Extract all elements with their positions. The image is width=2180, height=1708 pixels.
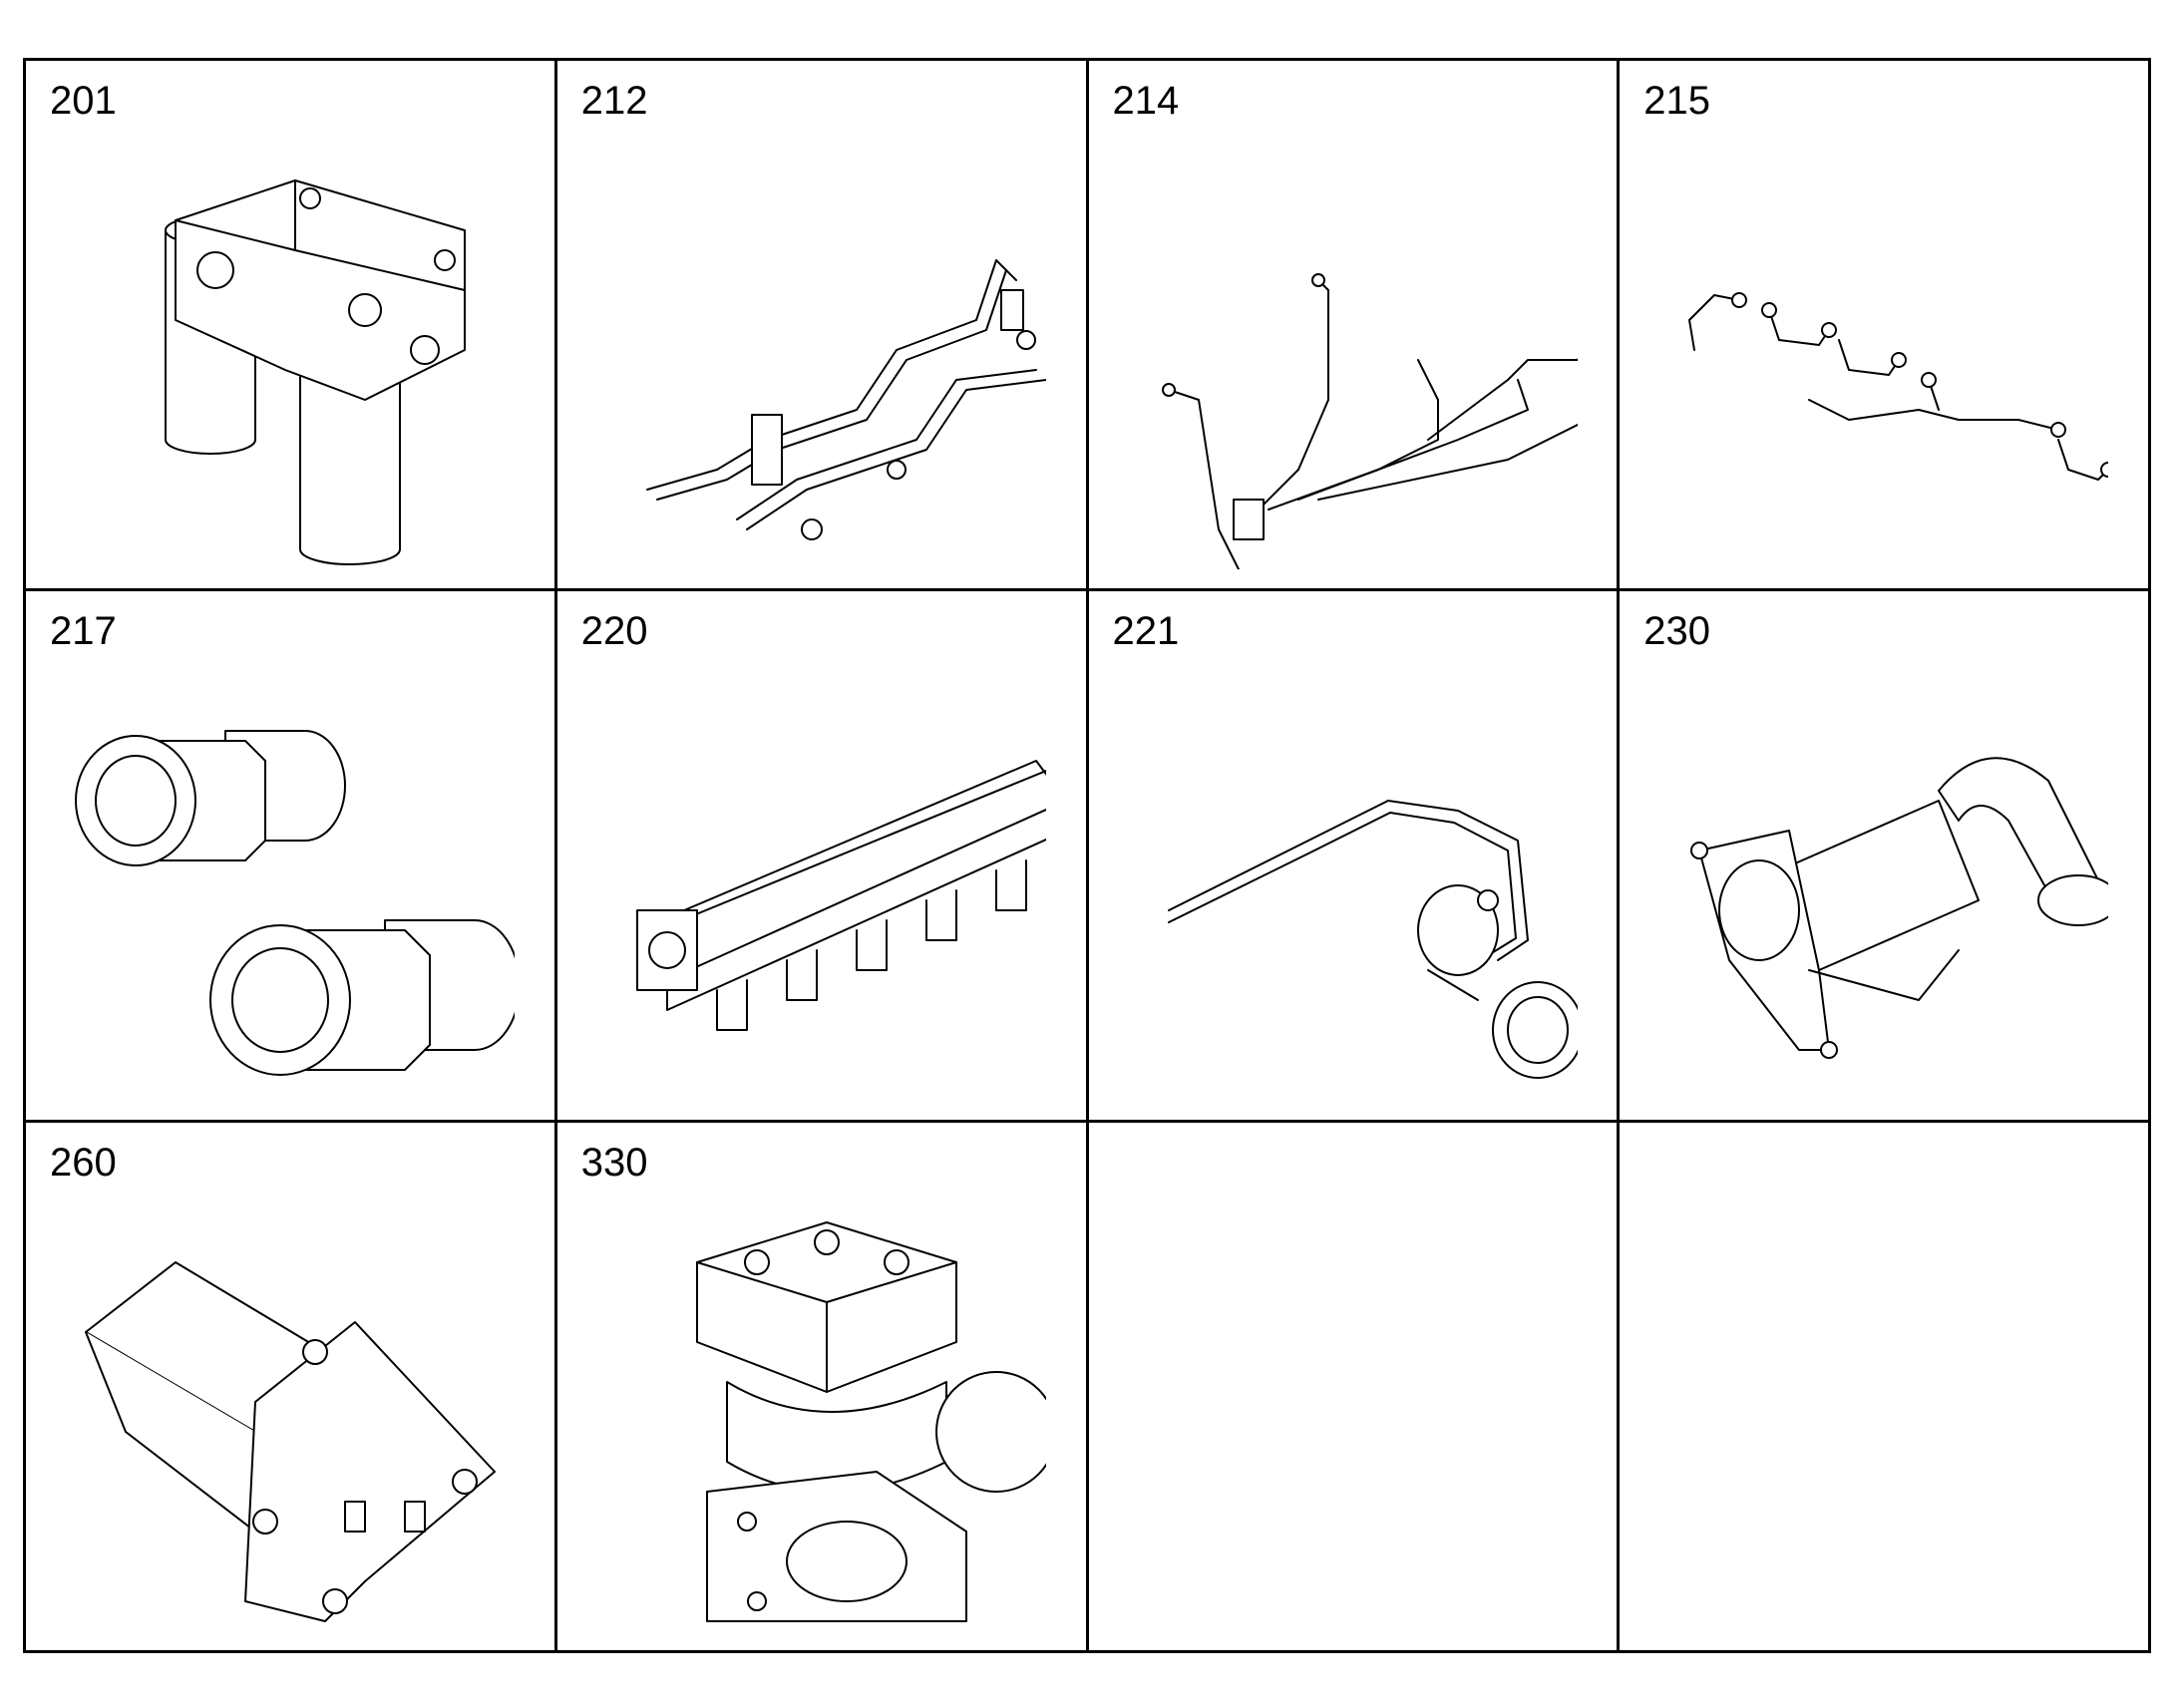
injection-lines-icon bbox=[1161, 273, 1578, 569]
injection-pipes-icon bbox=[1688, 292, 2109, 481]
air-intake-pipe-icon bbox=[1690, 757, 2109, 1060]
part-cell-214[interactable]: 214 bbox=[1088, 61, 1621, 592]
intake-manifold-icon bbox=[635, 760, 1046, 1032]
empty-cell bbox=[1620, 1122, 2151, 1653]
part-number: 260 bbox=[50, 1140, 117, 1185]
pipe-fittings-icon bbox=[75, 730, 515, 1077]
empty-cell bbox=[1088, 1122, 1621, 1653]
coolant-pipe-icon bbox=[1167, 800, 1578, 1080]
part-cell-217[interactable]: 217 bbox=[26, 591, 557, 1123]
part-number: 201 bbox=[50, 79, 117, 123]
part-number: 230 bbox=[1643, 609, 1710, 654]
air-compressor-icon bbox=[695, 1220, 1046, 1622]
part-cell-215[interactable]: 215 bbox=[1620, 61, 2151, 592]
part-number: 212 bbox=[580, 79, 648, 123]
part-number: 217 bbox=[50, 609, 117, 654]
part-number: 220 bbox=[580, 609, 648, 654]
part-cell-230[interactable]: 230 bbox=[1620, 591, 2151, 1123]
part-number: 330 bbox=[580, 1140, 648, 1185]
control-unit-bracket-icon bbox=[85, 1260, 496, 1622]
part-number: 214 bbox=[1112, 79, 1180, 123]
part-cell-330[interactable]: 330 bbox=[556, 1122, 1089, 1653]
fuel-filter-assembly-icon bbox=[165, 179, 466, 565]
part-number: 215 bbox=[1643, 79, 1710, 123]
part-cell-260[interactable]: 260 bbox=[26, 1122, 557, 1653]
fuel-lines-assembly-icon bbox=[645, 259, 1046, 540]
part-cell-220[interactable]: 220 bbox=[556, 591, 1089, 1123]
part-cell-212[interactable]: 212 bbox=[556, 61, 1089, 592]
part-number: 221 bbox=[1112, 609, 1180, 654]
part-cell-221[interactable]: 221 bbox=[1088, 591, 1621, 1123]
parts-grid: 201 212 bbox=[23, 58, 2151, 1653]
part-cell-201[interactable]: 201 bbox=[26, 61, 557, 592]
